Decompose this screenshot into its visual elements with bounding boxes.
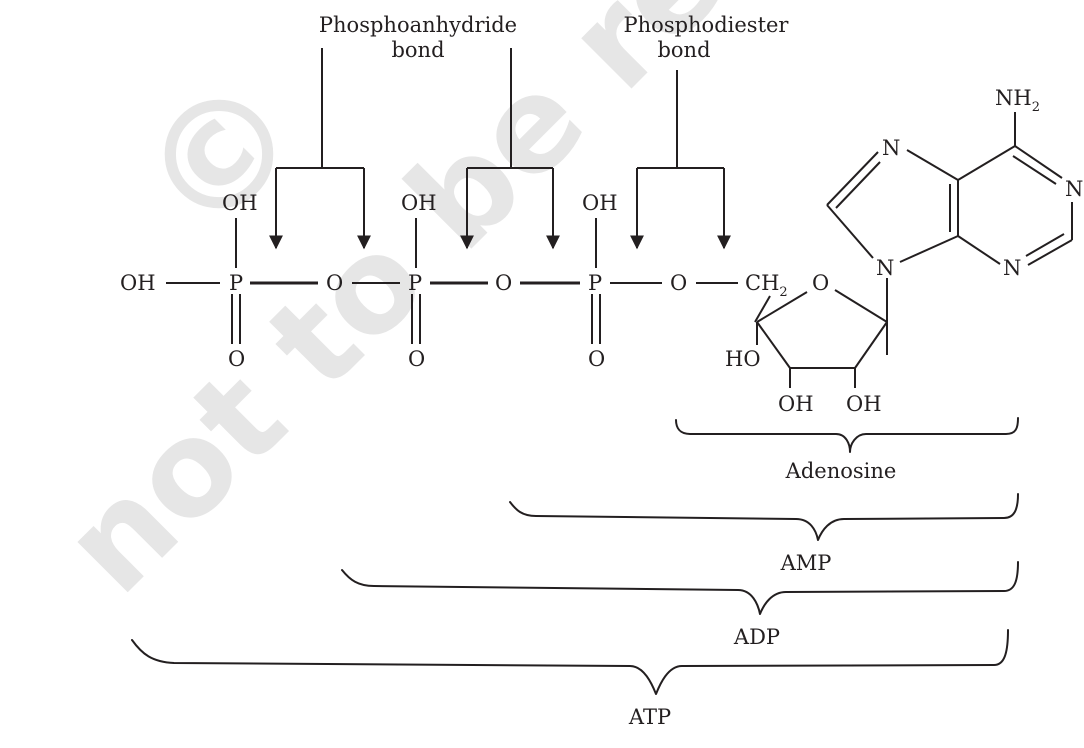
phosphorus-3: P (588, 271, 602, 295)
n9: N (876, 256, 894, 280)
amp-label: AMP (780, 551, 832, 575)
adp-brace: ADP (341, 561, 1019, 649)
n7: N (882, 136, 900, 160)
phosphate-oh-2: OH (401, 191, 437, 215)
oh-4prime: OH (846, 392, 882, 416)
phosphorus-2: P (408, 271, 422, 295)
ch2-group: CH2 (745, 271, 788, 300)
phosphoryl-oxygen-3: O (588, 347, 605, 371)
ho-2prime: HO (725, 347, 761, 371)
atp-label: ATP (628, 705, 671, 729)
phosphoryl-oxygen-1: O (228, 347, 245, 371)
phosphoryl-oxygen-2: O (408, 347, 425, 371)
adenosine-label: Adenosine (785, 459, 897, 483)
phosphoanhydride-label-line1: Phosphoanhydride (319, 13, 517, 37)
adp-label: ADP (733, 625, 780, 649)
phosphate-chain: OH P O P O P O OH OH OH O O O (120, 191, 738, 371)
oxygen-bridge-2: O (495, 271, 512, 295)
phosphodiester-pointer (630, 70, 731, 250)
phosphodiester-label-line2: bond (657, 38, 710, 62)
phosphoanhydride-label-line2: bond (391, 38, 444, 62)
phosphoanhydride-pointer-2 (460, 48, 560, 250)
watermark: © not to be rep (34, 0, 819, 622)
ring-oxygen: O (812, 271, 829, 295)
nh2-group: NH2 (995, 86, 1040, 115)
terminal-oh: OH (120, 271, 156, 295)
phosphate-oh-1: OH (222, 191, 258, 215)
phosphoanhydride-pointer-1 (269, 48, 371, 250)
phosphodiester-label-line1: Phosphodiester (624, 13, 790, 37)
oxygen-ester: O (670, 271, 687, 295)
oxygen-bridge-1: O (326, 271, 343, 295)
ribose-sugar: CH2 O HO OH OH (725, 271, 888, 416)
watermark-copyright: © (107, 42, 336, 271)
phosphorus-1: P (229, 271, 243, 295)
atp-brace: ATP (131, 629, 1009, 729)
n3: N (1003, 256, 1021, 280)
phosphate-oh-3: OH (582, 191, 618, 215)
adenosine-brace: Adenosine (675, 417, 1019, 483)
adenine-base: N N N N NH2 (826, 86, 1083, 282)
amp-brace: AMP (509, 493, 1019, 575)
oh-3prime: OH (778, 392, 814, 416)
n1: N (1065, 177, 1083, 201)
watermark-text: not to be rep (34, 0, 819, 622)
